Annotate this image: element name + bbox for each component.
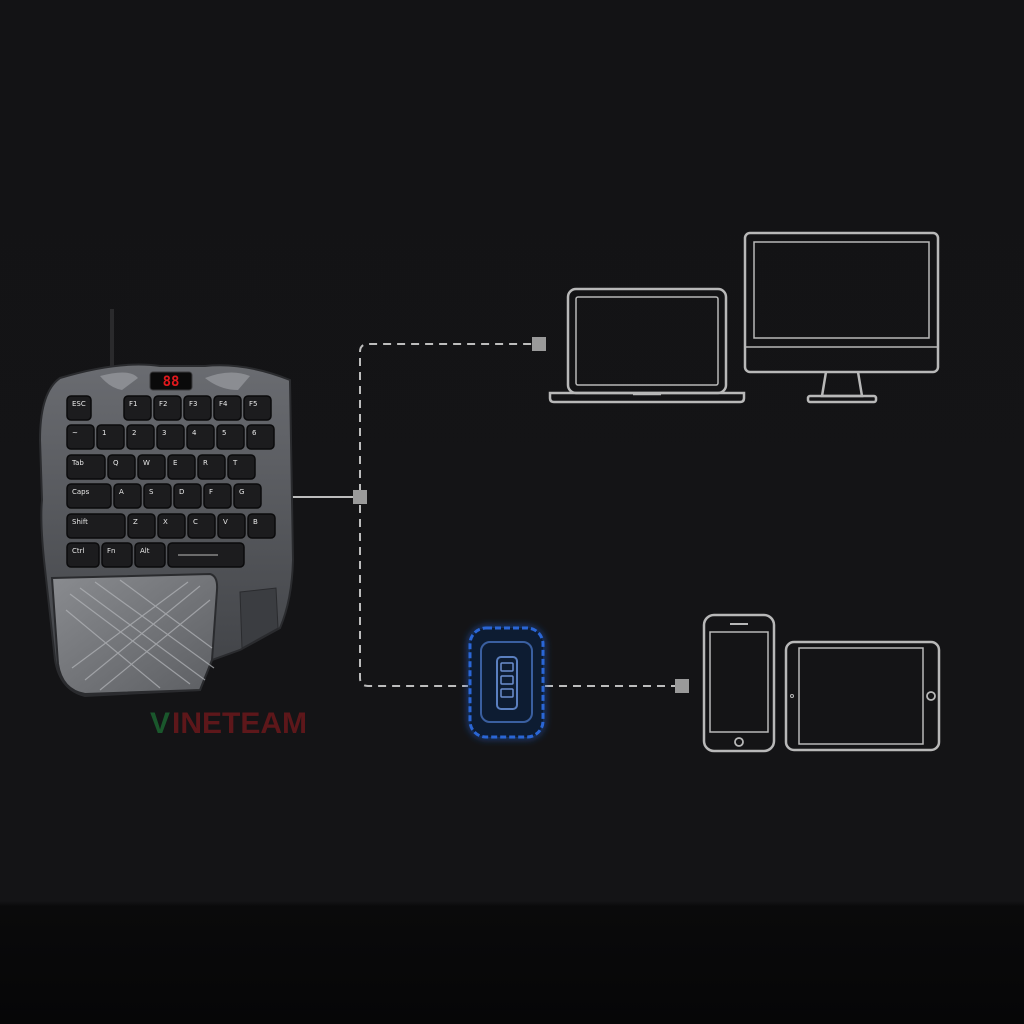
key-4 bbox=[186, 424, 215, 450]
key-label: 3 bbox=[162, 429, 166, 437]
key-label: 4 bbox=[192, 429, 197, 437]
watermark-text-red: INETEAM bbox=[172, 707, 307, 740]
key-label: Alt bbox=[140, 547, 150, 555]
key-label: 1 bbox=[102, 429, 106, 437]
key-label: Fn bbox=[107, 547, 115, 555]
key-c bbox=[187, 513, 216, 539]
key-f3 bbox=[183, 395, 212, 421]
key-label: A bbox=[119, 488, 124, 496]
key-a bbox=[113, 483, 142, 509]
hub-to-computers-line bbox=[359, 343, 532, 492]
key-label: R bbox=[203, 459, 208, 467]
key-label: Q bbox=[113, 459, 119, 467]
key-label: F1 bbox=[129, 400, 137, 408]
key-t bbox=[227, 454, 256, 480]
key-label: S bbox=[149, 488, 154, 496]
key-f1 bbox=[123, 395, 152, 421]
led-display bbox=[149, 371, 193, 391]
key-f bbox=[203, 483, 232, 509]
smartphone-icon bbox=[702, 613, 776, 753]
key-label: C bbox=[193, 518, 198, 526]
key-e bbox=[167, 454, 196, 480]
key-label: Shift bbox=[72, 518, 88, 526]
hub-to-adapter-line bbox=[359, 505, 468, 687]
keyboard-top-ridge-right bbox=[205, 372, 250, 390]
key-label: Tab bbox=[71, 459, 84, 467]
side-panel bbox=[239, 587, 279, 649]
key-ctrl bbox=[66, 542, 100, 568]
tablet-icon bbox=[784, 640, 941, 752]
desktop-monitor-icon bbox=[743, 231, 940, 404]
key-~ bbox=[66, 424, 95, 450]
key-6 bbox=[246, 424, 275, 450]
key-label: Z bbox=[133, 518, 138, 526]
key-tab bbox=[66, 454, 106, 480]
key-shift bbox=[66, 513, 126, 539]
key-label: G bbox=[239, 488, 244, 496]
key-label: B bbox=[253, 518, 258, 526]
key-label: 6 bbox=[252, 429, 257, 437]
key-caps bbox=[66, 483, 112, 509]
key-f5 bbox=[243, 395, 272, 421]
key-label: E bbox=[173, 459, 177, 467]
key-label: ESC bbox=[72, 400, 86, 408]
key-label: W bbox=[143, 459, 150, 467]
key-label: F3 bbox=[189, 400, 197, 408]
watermark-text-green: V bbox=[150, 707, 170, 740]
connection-lines bbox=[292, 343, 675, 687]
key-w bbox=[137, 454, 166, 480]
key-x bbox=[157, 513, 186, 539]
keyboard-top-ridge bbox=[100, 372, 138, 390]
hub-node bbox=[353, 490, 367, 504]
key-esc bbox=[66, 395, 92, 421]
key-5 bbox=[216, 424, 245, 450]
key-label: F4 bbox=[219, 400, 228, 408]
key-label: F2 bbox=[159, 400, 167, 408]
key-label: D bbox=[179, 488, 184, 496]
key-r bbox=[197, 454, 226, 480]
computers-node bbox=[532, 337, 546, 351]
key-label: V bbox=[223, 518, 228, 526]
palm-rest bbox=[50, 572, 219, 696]
key-label: F bbox=[209, 488, 213, 496]
key-alt bbox=[134, 542, 166, 568]
laptop-icon bbox=[548, 287, 746, 404]
key-label: X bbox=[163, 518, 168, 526]
usb-adapter-icon bbox=[468, 626, 545, 739]
key-label: 2 bbox=[132, 429, 136, 437]
led-display-text: 88 bbox=[163, 374, 180, 390]
key-v bbox=[217, 513, 246, 539]
key-s bbox=[143, 483, 172, 509]
watermark: V INETEAM bbox=[150, 707, 307, 740]
key-d bbox=[173, 483, 202, 509]
key-b bbox=[247, 513, 276, 539]
key-3 bbox=[156, 424, 185, 450]
key-f4 bbox=[213, 395, 242, 421]
mobile-node bbox=[675, 679, 689, 693]
key-2 bbox=[126, 424, 155, 450]
key-label: F5 bbox=[249, 400, 257, 408]
key-label: Caps bbox=[72, 488, 90, 496]
key-q bbox=[107, 454, 136, 480]
key-1 bbox=[96, 424, 125, 450]
key-label: 5 bbox=[222, 429, 226, 437]
key-label: ~ bbox=[72, 429, 78, 437]
key-label: Ctrl bbox=[72, 547, 85, 555]
key-z bbox=[127, 513, 156, 539]
key-f2 bbox=[153, 395, 182, 421]
key-fn bbox=[101, 542, 133, 568]
key-label: T bbox=[232, 459, 238, 467]
key-g bbox=[233, 483, 262, 509]
